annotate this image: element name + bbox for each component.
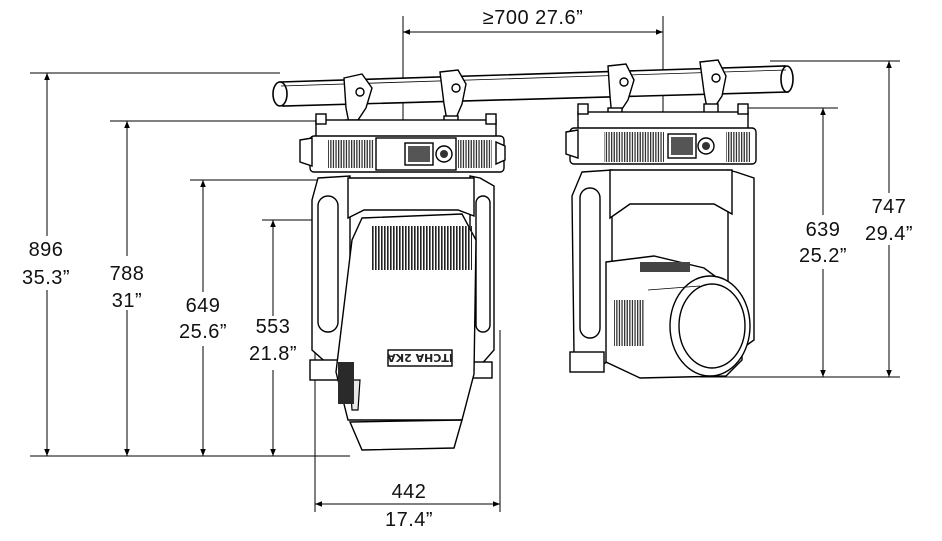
height-639-mm: 639: [806, 219, 841, 241]
width-442-mm: 442: [392, 481, 427, 503]
height-649-mm: 649: [186, 295, 221, 317]
height-788-in: 31”: [112, 290, 142, 312]
height-747-mm: 747: [872, 196, 907, 218]
height-896-mm: 896: [29, 239, 64, 261]
fixture-label-left: ITCHA 2KA: [387, 351, 453, 364]
height-553-mm: 553: [256, 316, 291, 338]
top-width-dimension: ≥700 27.6”: [402, 7, 664, 128]
right-fixture-side-view: [565, 59, 757, 379]
height-896-in: 35.3”: [22, 267, 70, 289]
left-height-dimensions: [30, 72, 350, 457]
height-639-in: 25.2”: [799, 245, 847, 267]
height-649-in: 25.6”: [179, 321, 227, 343]
height-553-in: 21.8”: [249, 343, 297, 365]
height-747-in: 29.4”: [865, 223, 913, 245]
left-fixture-front-view: ITCHA 2KA: [299, 69, 506, 451]
height-788-mm: 788: [110, 263, 145, 285]
width-442-in: 17.4”: [385, 509, 433, 531]
top-width-label: ≥700 27.6”: [483, 7, 584, 29]
clamp-right-2: [699, 59, 727, 119]
